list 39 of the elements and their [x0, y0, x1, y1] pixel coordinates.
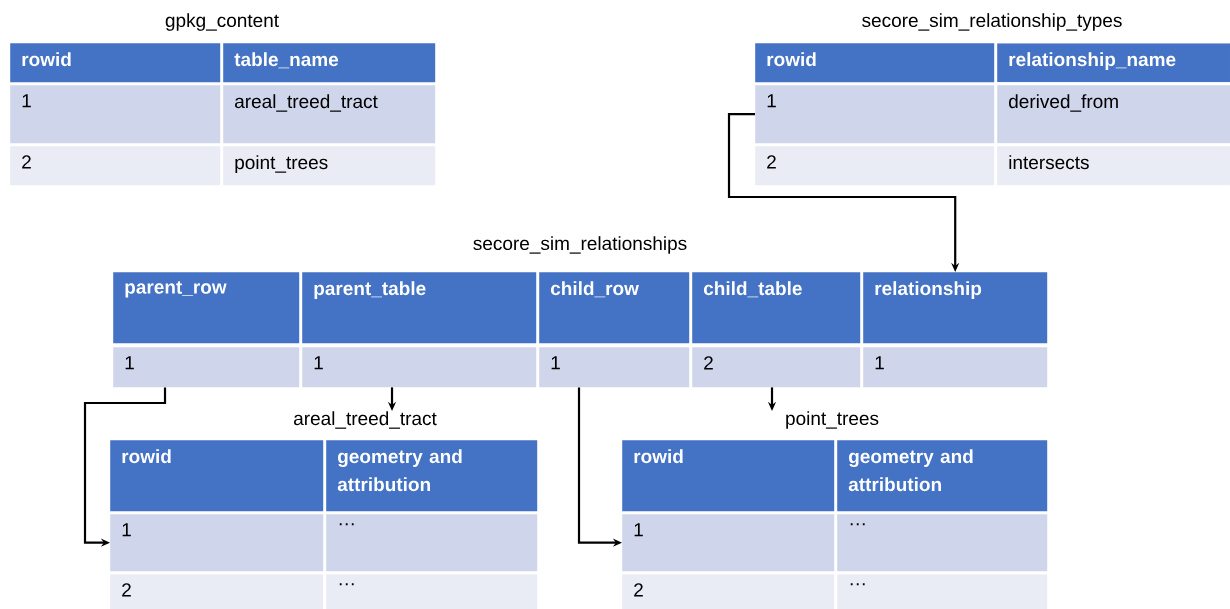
- table-cell: 1: [622, 514, 835, 572]
- table-cell: 1: [863, 347, 1048, 388]
- table-cell: intersects: [997, 146, 1230, 186]
- table-cell: areal_treed_tract: [223, 85, 436, 144]
- header-cell: geometry and attribution: [326, 440, 538, 512]
- table-cell: point_trees: [223, 146, 436, 186]
- table-cell: derived_from: [997, 85, 1230, 144]
- header-cell: geometry and attribution: [837, 440, 1048, 512]
- table-title: point_trees: [786, 411, 879, 429]
- table-cell: …: [326, 574, 538, 609]
- table-title: secore_sim_relationship_types: [862, 13, 1122, 31]
- header-cell: relationship: [863, 272, 1048, 344]
- table-cell: …: [326, 514, 538, 572]
- table-cell: 2: [692, 347, 861, 388]
- table-cell: …: [837, 574, 1048, 609]
- header-cell: rowid: [10, 43, 221, 83]
- header-cell: child_table: [692, 272, 861, 344]
- table-cell: 2: [622, 574, 835, 609]
- table-cell: 2: [10, 146, 221, 186]
- table-cell: …: [837, 514, 1048, 572]
- header-cell: relationship_name: [997, 43, 1230, 83]
- header-cell: table_name: [223, 43, 436, 83]
- header-cell: child_row: [539, 272, 690, 344]
- table-cell: 1: [10, 85, 221, 144]
- header-cell: rowid: [755, 43, 995, 83]
- header-cell: rowid: [110, 440, 324, 512]
- table-title: secore_sim_relationships: [473, 236, 687, 254]
- header-cell: parent_row: [113, 272, 300, 344]
- table-title: gpkg_content: [165, 13, 279, 31]
- table-cell: 1: [539, 347, 690, 388]
- table-cell: 2: [755, 146, 995, 186]
- table-cell: 1: [113, 347, 300, 388]
- table-cell: 1: [302, 347, 537, 388]
- table-cell: 1: [755, 85, 995, 144]
- header-cell: rowid: [622, 440, 835, 512]
- table-title: areal_treed_tract: [294, 411, 437, 429]
- table-cell: 2: [110, 574, 324, 609]
- table-cell: 1: [110, 514, 324, 572]
- header-cell: parent_table: [302, 272, 537, 344]
